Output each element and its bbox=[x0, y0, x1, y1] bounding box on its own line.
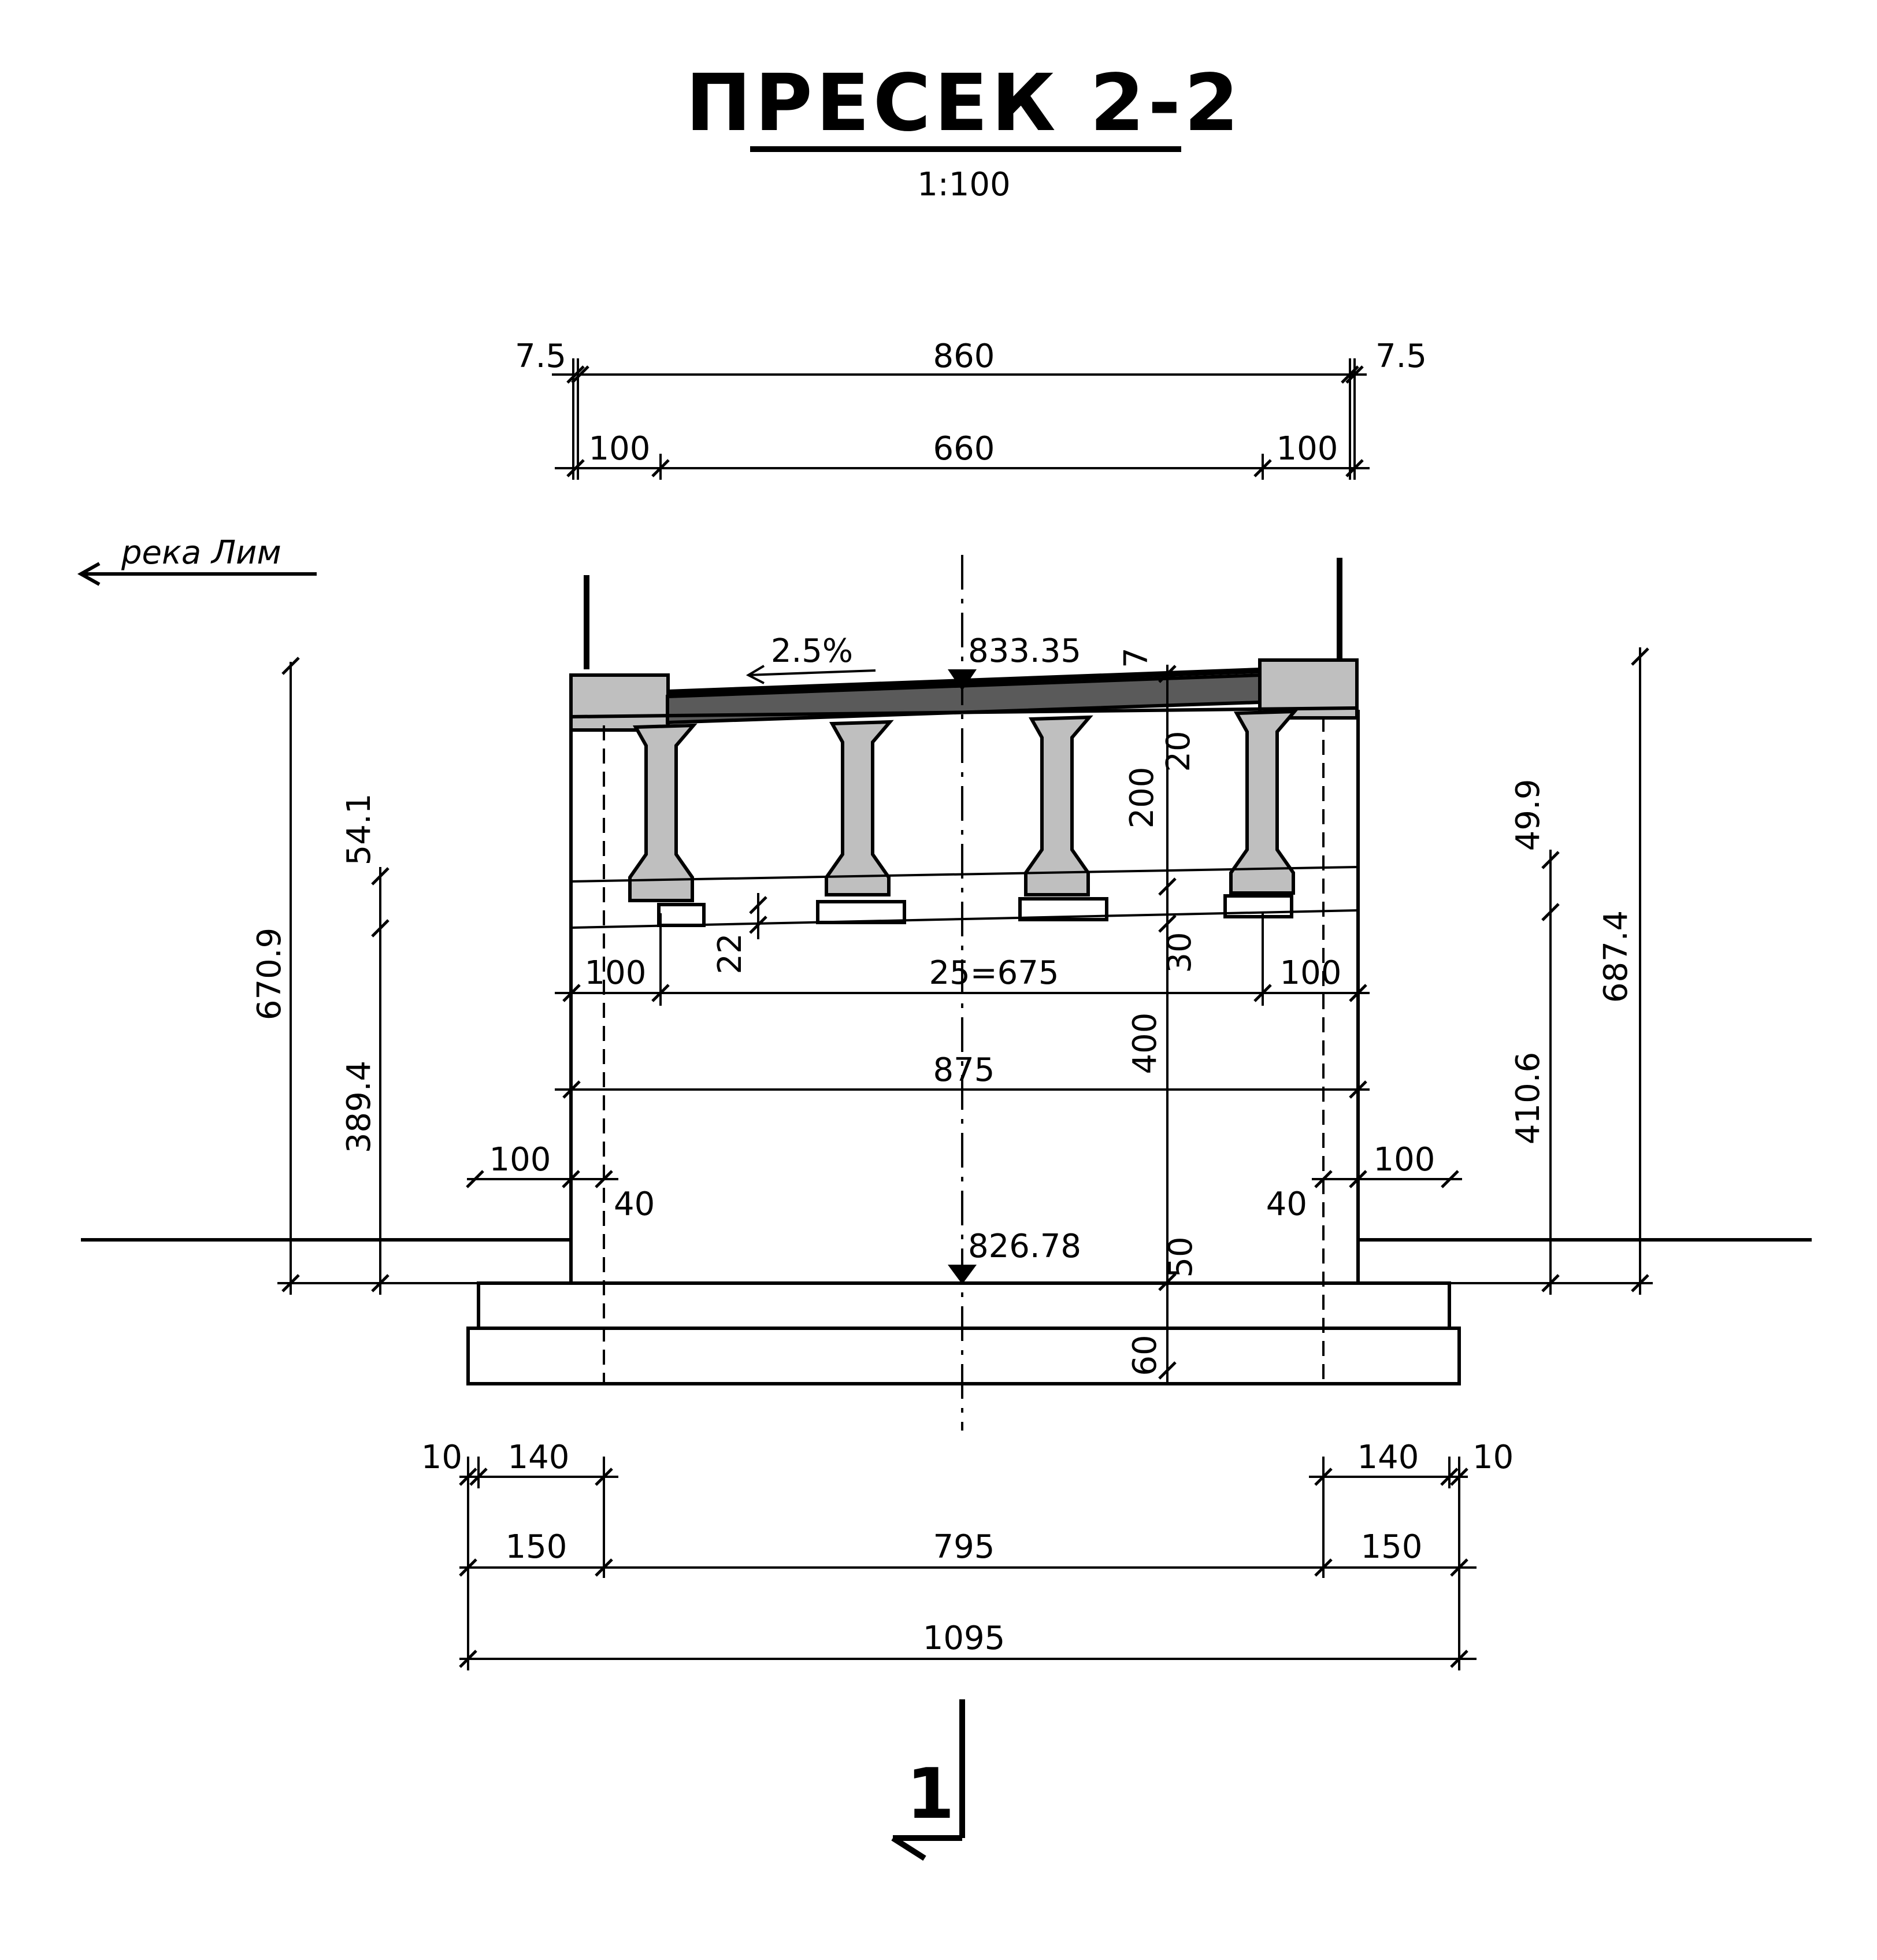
girder-dimension-line bbox=[555, 913, 1370, 1006]
footing bbox=[466, 1281, 1461, 1385]
dim-top-right-edge: 7.5 bbox=[1375, 338, 1427, 375]
elevation-marker-top bbox=[948, 669, 977, 691]
girder-4 bbox=[1229, 709, 1299, 895]
bridge-deck bbox=[569, 658, 1359, 732]
dim-carriageway: 660 bbox=[933, 430, 995, 468]
dim-walk-left: 100 bbox=[589, 430, 651, 468]
elevation-marker-bottom bbox=[948, 1265, 977, 1284]
dim-girders-left: 100 bbox=[585, 954, 647, 992]
right-vertical-dimensions bbox=[1358, 647, 1653, 1295]
dim-top-left-edge: 7.5 bbox=[515, 338, 566, 375]
dim-footing-50: 50 bbox=[1162, 1236, 1200, 1277]
dim-foot-right-150: 150 bbox=[1361, 1528, 1423, 1566]
girder-2 bbox=[825, 720, 894, 896]
dim-right-total: 687.4 bbox=[1597, 910, 1635, 1003]
dim-left-total: 670.9 bbox=[251, 928, 288, 1020]
dim-wall-left-in: 40 bbox=[614, 1185, 655, 1223]
elevation-bottom: 826.78 bbox=[968, 1228, 1081, 1265]
top-dimension-lines bbox=[552, 358, 1370, 480]
dim-footing-60: 60 bbox=[1126, 1335, 1164, 1376]
left-vertical-dimensions bbox=[277, 657, 572, 1295]
dim-left-lower: 389.4 bbox=[340, 1061, 378, 1153]
dim-deck-7: 7 bbox=[1118, 647, 1155, 668]
vertical-dimension-chain-center bbox=[1158, 665, 1177, 1384]
dim-wall-left-out: 100 bbox=[489, 1141, 551, 1179]
drawing-scale: 1:100 bbox=[917, 166, 1010, 203]
dim-foot-right-10: 10 bbox=[1472, 1439, 1514, 1476]
dim-pad-22: 22 bbox=[711, 933, 749, 974]
dim-bearing-30: 30 bbox=[1161, 932, 1199, 973]
slope-label: 2.5% bbox=[771, 632, 853, 670]
dim-right-lower: 410.6 bbox=[1509, 1052, 1547, 1144]
abutment bbox=[569, 710, 1360, 1384]
dim-wall-400: 400 bbox=[1126, 1013, 1164, 1075]
dim-right-upper: 49.9 bbox=[1509, 779, 1547, 851]
dim-foot-total: 1095 bbox=[923, 1620, 1006, 1657]
river-label: река Лим bbox=[121, 534, 281, 572]
dim-foot-left-140: 140 bbox=[508, 1439, 570, 1476]
dim-foot-right-140: 140 bbox=[1357, 1439, 1419, 1476]
dim-wall-right-out: 100 bbox=[1374, 1141, 1435, 1179]
dim-foot-mid-795: 795 bbox=[933, 1528, 995, 1566]
pad-dimension bbox=[749, 893, 767, 939]
cap-dimension-line bbox=[555, 1080, 1370, 1099]
dim-walk-right: 100 bbox=[1277, 430, 1338, 468]
dim-girders-spacing: 25=675 bbox=[929, 954, 1059, 992]
section-cut-label: 1 bbox=[906, 1754, 955, 1835]
bottom-dimension-lines bbox=[459, 1457, 1477, 1670]
river-direction-arrow bbox=[77, 562, 317, 586]
dim-wall-right-in: 40 bbox=[1266, 1185, 1307, 1223]
wall-dimension-lines bbox=[466, 1170, 1462, 1188]
dim-foot-left-150: 150 bbox=[506, 1528, 567, 1566]
dim-left-upper: 54.1 bbox=[340, 794, 378, 866]
elevation-top: 833.35 bbox=[968, 632, 1081, 670]
section-cut-marker bbox=[891, 1699, 965, 1861]
dim-girder-200: 200 bbox=[1123, 767, 1161, 829]
slope-arrow bbox=[745, 665, 876, 684]
drawing-title: ПРЕСЕК 2-2 bbox=[685, 58, 1242, 149]
girder-1 bbox=[628, 723, 698, 902]
dim-top-overall: 860 bbox=[933, 338, 995, 375]
dim-cap-width: 875 bbox=[933, 1051, 995, 1089]
girder-3 bbox=[1024, 715, 1093, 896]
dim-girders-right: 100 bbox=[1280, 954, 1342, 992]
dim-foot-left-10: 10 bbox=[421, 1439, 462, 1476]
dim-deck-20: 20 bbox=[1160, 731, 1197, 772]
